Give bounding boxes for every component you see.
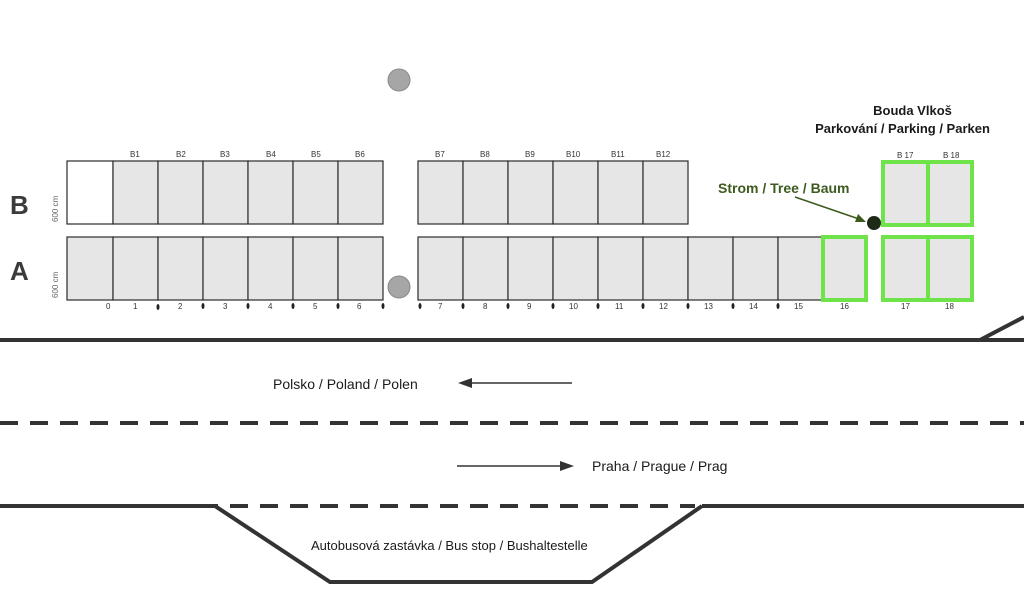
parking-space (417, 236, 464, 301)
parking-space (417, 160, 464, 225)
highlighted-spaces (821, 160, 974, 302)
parking-space (292, 236, 339, 301)
tree-arrow-head (855, 214, 866, 222)
parking-space (597, 160, 644, 225)
space-label-b6: B6 (355, 150, 365, 159)
space-number-16: 16 (840, 302, 849, 311)
space-label-b1: B1 (130, 150, 140, 159)
direction-poland-label: Polsko / Poland / Polen (273, 376, 418, 392)
space-label-b2: B2 (176, 150, 186, 159)
space-number-2: 2 (178, 302, 183, 311)
bus-bay-outline (213, 504, 704, 584)
parking-space (112, 236, 159, 301)
row-a-depth: 600 cm (51, 271, 60, 298)
space-number-3: 3 (223, 302, 228, 311)
space-label-b3: B3 (220, 150, 230, 159)
parking-space (202, 236, 249, 301)
parking-space (66, 236, 114, 301)
tree-arrow (794, 196, 860, 220)
parking-space (337, 236, 384, 301)
space-number-12: 12 (659, 302, 668, 311)
row-b-right (417, 160, 689, 225)
space-number-18: 18 (945, 302, 954, 311)
space-number-10: 10 (569, 302, 578, 311)
parking-space (337, 160, 384, 225)
parking-space (507, 236, 554, 301)
row-label-b: B (10, 190, 29, 220)
parking-space (247, 160, 294, 225)
parking-space (157, 236, 204, 301)
space-number-0: 0 (106, 302, 111, 311)
tree-marker (867, 216, 881, 230)
parking-space (777, 236, 824, 301)
space-number-14: 14 (749, 302, 758, 311)
space-label-b8: B8 (480, 150, 490, 159)
parking-space-18 (926, 235, 974, 302)
parking-space (552, 160, 599, 225)
grey-circle-top (387, 68, 411, 92)
space-number-15: 15 (794, 302, 803, 311)
space-number-17: 17 (901, 302, 910, 311)
parking-space-17 (881, 235, 930, 302)
road-edge-top-ramp (979, 315, 1024, 342)
title-line-2: Parkování / Parking / Parken (815, 121, 990, 136)
direction-prague-label: Praha / Prague / Prag (592, 458, 728, 474)
title-line-1: Bouda Vlkoš (873, 103, 952, 118)
space-number-6: 6 (357, 302, 362, 311)
space-label-b4: B4 (266, 150, 276, 159)
space-label-b11: B11 (611, 150, 625, 159)
parking-space (552, 236, 599, 301)
space-label-b18: B 18 (943, 151, 960, 160)
parking-space (292, 160, 339, 225)
parking-space (687, 236, 734, 301)
parking-space (112, 160, 159, 225)
space-number-5: 5 (313, 302, 318, 311)
space-label-b17: B 17 (897, 151, 914, 160)
space-number-1: 1 (133, 302, 138, 311)
space-number-4: 4 (268, 302, 273, 311)
tree-label: Strom / Tree / Baum (718, 180, 850, 196)
space-number-13: 13 (704, 302, 713, 311)
parking-space (202, 160, 249, 225)
parking-space-b17 (881, 160, 930, 227)
parking-space (597, 236, 644, 301)
space-number-8: 8 (483, 302, 488, 311)
parking-space-b18 (926, 160, 974, 227)
parking-space (642, 236, 689, 301)
parking-space (642, 160, 689, 225)
row-a-left (66, 236, 384, 301)
arrow-left-head (458, 378, 472, 388)
space-label-b7: B7 (435, 150, 445, 159)
row-b-left (66, 160, 384, 225)
parking-space (66, 160, 114, 225)
parking-space (462, 160, 509, 225)
road (0, 315, 1024, 584)
row-label-a: A (10, 256, 29, 286)
space-label-b5: B5 (311, 150, 321, 159)
parking-space (157, 160, 204, 225)
marker-ticks (156, 303, 780, 310)
space-label-b9: B9 (525, 150, 535, 159)
bus-stop-label: Autobusová zastávka / Bus stop / Bushalt… (311, 538, 588, 553)
space-number-11: 11 (615, 302, 624, 311)
parking-space (507, 160, 554, 225)
arrow-right-head (560, 461, 574, 471)
parking-space (247, 236, 294, 301)
space-number-7: 7 (438, 302, 443, 311)
parking-space-16 (821, 235, 868, 302)
row-a-right (417, 236, 824, 301)
space-label-b12: B12 (656, 150, 671, 159)
space-number-9: 9 (527, 302, 532, 311)
space-label-b10: B10 (566, 150, 581, 159)
row-b-depth: 600 cm (51, 195, 60, 222)
parking-space (462, 236, 509, 301)
parking-space (732, 236, 779, 301)
grey-circle-bottom (387, 275, 411, 299)
